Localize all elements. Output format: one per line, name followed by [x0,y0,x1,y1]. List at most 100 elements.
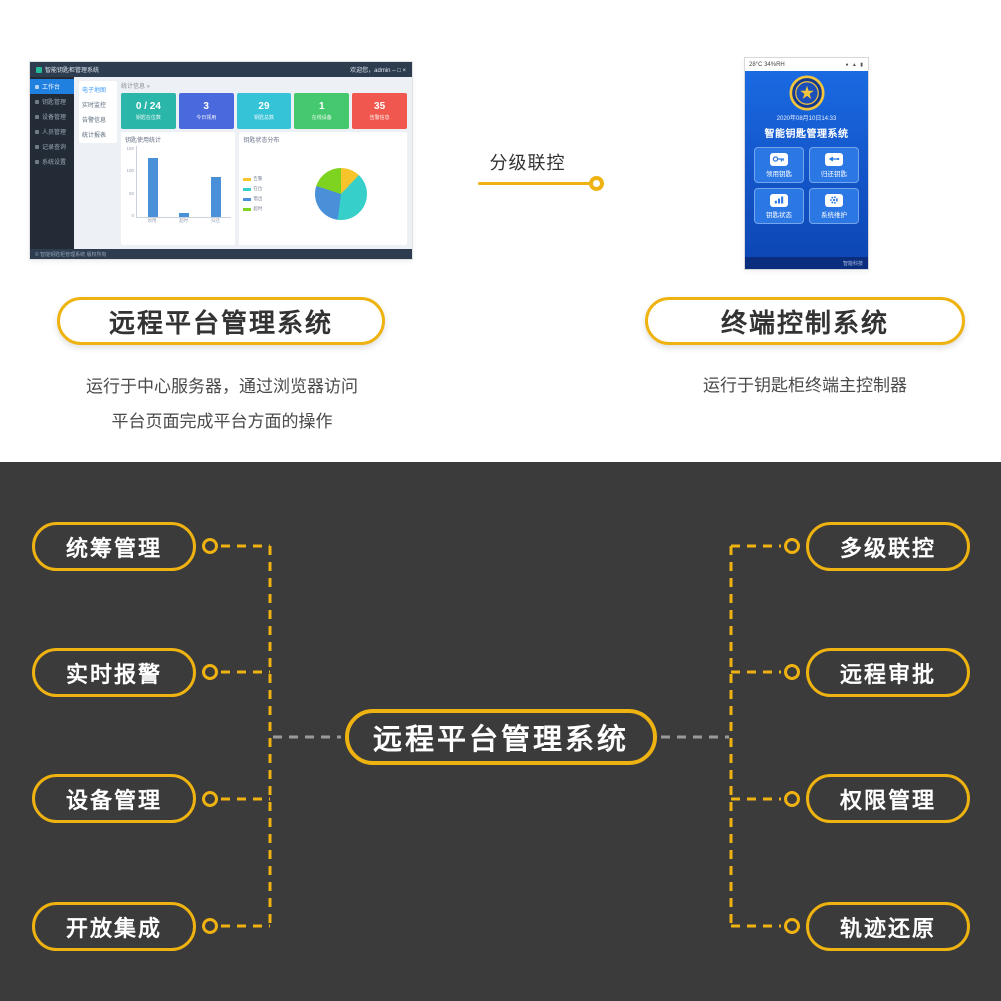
dashboard-main: 电子地图 实时监控 告警信息 统计报表 统计信息 » 0 / 24 钥匙在位数 [74,77,412,249]
stat-card-alerts: 35 告警信息 [352,93,407,129]
submenu-item: 实时监控 [82,103,107,109]
stat-card-online-devices: 1 在线设备 [294,93,350,129]
phone-button-label: 领用钥匙 [766,170,792,178]
sidebar-item-label: 系统设置 [42,160,67,166]
feature-node-track-restore: 轨迹还原 [806,902,970,951]
terminal-system-description: 运行于钥匙柜终端主控制器 [703,376,907,395]
sidebar-item-label: 工作台 [42,85,61,91]
sidebar-item-records: 记录查询 [30,139,74,154]
terminal-system-title-pill: 终端控制系统 [645,297,965,345]
feature-node-open-integration: 开放集成 [32,902,196,951]
mini-bar-xlabels: 领用超时归还 [147,218,220,223]
stat-value: 3 [203,101,209,112]
sidebar-item-label: 设备管理 [42,115,67,121]
sidebar-item-label: 人员管理 [42,130,67,136]
stats-section-title: 统计信息 » [121,84,151,90]
dashboard-copyright: © 智能钥匙柜管理系统 版权所有 [35,251,107,258]
platform-system-description: 运行于中心服务器，通过浏览器访问 平台页面完成平台方面的操作 [40,369,404,439]
sidebar-item-label: 钥匙管理 [42,100,67,106]
stat-value: 35 [374,101,386,112]
feature-node-device-management: 设备管理 [32,774,196,823]
feature-node-remote-approval: 远程审批 [806,648,970,697]
dashboard-body: 工作台 钥匙管理 设备管理 人员管理 记录查询 系统设置 电子地图 实时监控 告… [30,77,412,249]
phone-button-label: 钥匙状态 [766,211,792,219]
submenu-item: 电子地图 [82,88,107,94]
system-maintenance-button: 系统维护 [809,188,859,224]
link-label: 分级联控 [489,153,566,173]
dashboard-title: 智能钥匙柜管理系统 [45,68,100,74]
diagram-center-node: 远程平台管理系统 [345,709,657,765]
pie-chart-row: 告警在位借出超时 [243,146,403,242]
key-status-button: 钥匙状态 [754,188,804,224]
sidebar-item-label: 记录查询 [42,145,67,151]
menu-dot-icon [35,84,39,89]
phone-footer: 智能科技 [745,257,868,269]
bar-chart-title: 钥匙使用统计 [125,138,162,144]
gear-icon [825,193,843,207]
dashboard-titlebar-right: 欢迎您，admin – □ × [350,65,406,74]
stat-label: 在线设备 [311,115,332,121]
stat-cards-row: 0 / 24 钥匙在位数 3 今日领用 29 钥匙总数 [121,93,407,129]
borrow-key-button: 领用钥匙 [754,147,804,183]
bar-segment [147,158,158,217]
sidebar-item-people: 人员管理 [30,124,74,139]
dashboard-content: 统计信息 » 0 / 24 钥匙在位数 3 今日领用 29 [121,81,407,245]
pie-chart-panel: 钥匙状态分布 告警在位借出超时 [239,132,407,245]
link-ring-icon [589,176,604,191]
stat-card-total-keys: 29 钥匙总数 [236,93,292,129]
bar-segment [210,177,221,217]
return-key-button: 归还钥匙 [809,147,859,183]
phone-screenshot: 28°C 34%RH ● ▲ ▮ 2020年08月10日14:33 智能钥匙管理… [745,58,868,269]
stat-value: 29 [258,101,270,112]
feature-node-overall-management: 统筹管理 [32,522,196,571]
mini-pie-chart [315,168,368,220]
bar-segment [179,213,190,217]
stat-value: 0 / 24 [135,101,161,112]
mini-pie-legend: 告警在位借出超时 [243,176,279,212]
menu-dot-icon [35,159,39,164]
submenu-item: 统计报表 [82,133,107,139]
dashboard-titlebar: 智能钥匙柜管理系统 欢迎您，admin – □ × [30,62,412,77]
stat-label: 钥匙总数 [253,115,274,121]
phone-app-title: 智能钥匙管理系统 [764,129,849,140]
police-badge-icon [788,75,825,111]
phone-button-label: 系统维护 [821,211,847,219]
menu-dot-icon [35,144,39,149]
sidebar-item-devices: 设备管理 [30,109,74,124]
phone-date: 2020年08月10日14:33 [776,116,837,122]
user-greeting: 欢迎您，admin [350,68,391,74]
key-icon [770,152,788,166]
stat-card-today-borrowed: 3 今日领用 [178,93,234,129]
stat-label: 今日领用 [196,115,217,121]
platform-system-title-pill: 远程平台管理系统 [57,297,385,345]
dashboard-submenu: 电子地图 实时监控 告警信息 统计报表 [79,81,117,143]
sidebar-item-keys: 钥匙管理 [30,94,74,109]
phone-button-label: 归还钥匙 [821,170,847,178]
top-section: 智能钥匙柜管理系统 欢迎您，admin – □ × 工作台 钥匙管理 设备管理 … [0,0,1001,462]
feature-node-realtime-alarm: 实时报警 [32,648,196,697]
return-key-icon [825,152,843,166]
dashboard-sidebar: 工作台 钥匙管理 设备管理 人员管理 记录查询 系统设置 [30,77,74,249]
feature-diagram-section: 统筹管理 实时报警 设备管理 开放集成 远程平台管理系统 多级联控 远程审批 权… [0,462,1001,1001]
description-line: 平台页面完成平台方面的操作 [111,412,333,431]
sidebar-item-settings: 系统设置 [30,154,74,169]
phone-button-grid: 领用钥匙 归还钥匙 钥匙状态 [754,147,859,224]
stat-label: 告警信息 [369,115,390,121]
phone-statusbar: 28°C 34%RH ● ▲ ▮ [745,58,868,71]
menu-dot-icon [35,129,39,134]
dashboard-screenshot: 智能钥匙柜管理系统 欢迎您，admin – □ × 工作台 钥匙管理 设备管理 … [30,62,412,259]
stat-card-keys-in-place: 0 / 24 钥匙在位数 [121,93,176,129]
feature-node-permission-management: 权限管理 [806,774,970,823]
pie-chart-title: 钥匙状态分布 [243,138,280,144]
stat-label: 钥匙在位数 [135,115,161,121]
description-line: 运行于中心服务器，通过浏览器访问 [86,377,358,396]
sidebar-item-workbench: 工作台 [30,79,74,94]
stat-value: 1 [319,101,325,112]
feature-node-multilevel-control: 多级联控 [806,522,970,571]
dashboard-title-wrap: 智能钥匙柜管理系统 [36,65,99,74]
phone-status-icons: ● ▲ ▮ [845,61,864,68]
key-status-icon [770,193,788,207]
